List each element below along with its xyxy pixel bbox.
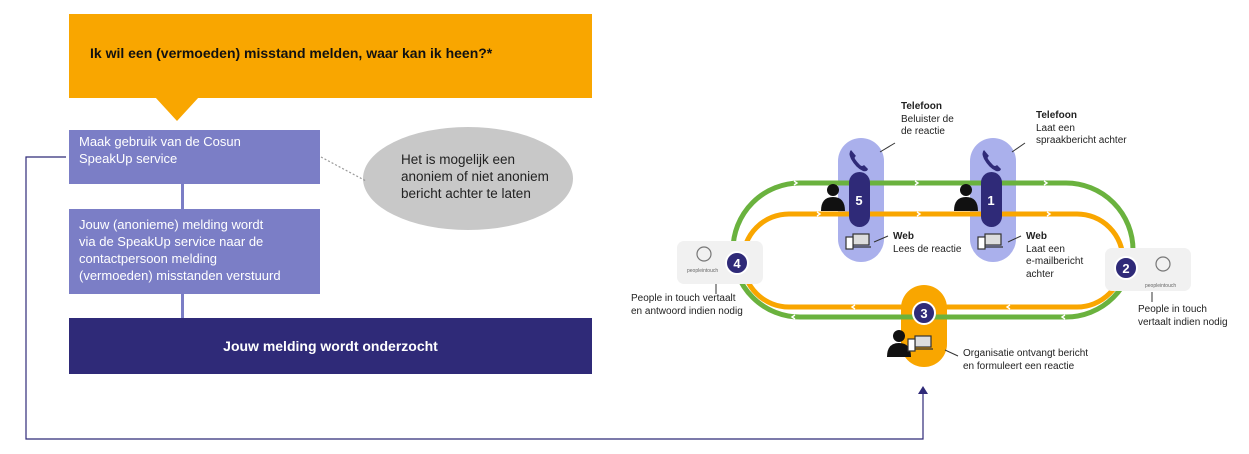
label-pit-antwoord: People in touch vertaalt en antwoord ind… xyxy=(631,293,743,317)
question-text: Ik wil een (vermoeden) misstand melden, … xyxy=(90,45,493,61)
bubble-line: Het is mogelijk een xyxy=(401,152,516,167)
step-melding-verstuurd: Jouw (anonieme) melding wordt via de Spe… xyxy=(69,209,320,294)
step2-line: contactpersoon melding xyxy=(79,251,218,266)
label-organisatie: Organisatie ontvangt bericht en formulee… xyxy=(963,348,1089,372)
peopleintouch-logo-left xyxy=(677,241,763,284)
label-web-email: Web Laat een e-mailbericht achter xyxy=(1026,231,1084,280)
step2-line: Jouw (anonieme) melding wordt xyxy=(79,217,264,232)
label-web-lees: Web Lees de reactie xyxy=(893,231,962,255)
track-chevrons xyxy=(790,180,1066,320)
anonymity-text: Het is mogelijk een anoniem of niet anon… xyxy=(401,151,571,202)
logo-p-icon xyxy=(1155,256,1171,272)
label-pit-vertaalt: People in touch vertaalt indien nodig xyxy=(1138,304,1228,328)
label-telefoon-spraakbericht: Telefoon Laat een spraakbericht achter xyxy=(1036,110,1127,146)
number-circle-3: 3 xyxy=(912,301,936,325)
anonymity-bubble xyxy=(363,127,573,230)
number-5: 5 xyxy=(855,193,862,208)
pill-5 xyxy=(849,172,870,227)
devices-icon xyxy=(845,233,871,250)
connector-line xyxy=(181,294,184,318)
svg-text:3: 3 xyxy=(920,306,927,321)
header-pointer xyxy=(155,97,199,121)
step-speakup-service: Maak gebruik van de Cosun SpeakUp servic… xyxy=(69,130,320,184)
number-circle-4: 4 xyxy=(725,251,749,275)
bubble-line: anoniem of niet anoniem xyxy=(401,169,549,184)
connector-line xyxy=(181,184,184,209)
label-telefoon-reactie: Telefoon Beluister de de reactie xyxy=(901,101,954,137)
svg-text:2: 2 xyxy=(1122,261,1129,276)
step2-line: (vermoeden) misstanden verstuurd xyxy=(79,268,281,283)
step1-line: SpeakUp service xyxy=(79,151,178,166)
phone-icon xyxy=(982,150,1001,172)
bubble-line: bericht achter te laten xyxy=(401,186,531,201)
leader-lines xyxy=(715,142,1153,357)
devices-icon xyxy=(907,335,933,352)
final-step: Jouw melding wordt onderzocht xyxy=(69,318,592,374)
feedback-arrow-head xyxy=(918,386,928,394)
devices-icon xyxy=(977,233,1003,250)
logo-p-icon xyxy=(696,246,712,262)
step1-line: Maak gebruik van de Cosun xyxy=(79,134,241,149)
person-icon xyxy=(954,184,978,211)
person-icon xyxy=(821,184,845,211)
number-circle-2: 2 xyxy=(1114,256,1138,280)
svg-text:4: 4 xyxy=(733,256,741,271)
feedback-arrow-line xyxy=(25,156,924,440)
bubble-connector xyxy=(320,156,367,182)
number-1: 1 xyxy=(987,193,994,208)
phone-icon xyxy=(849,150,868,172)
question-header xyxy=(69,14,592,98)
pill-1 xyxy=(981,172,1002,227)
logo-text: peopleintouch xyxy=(687,268,718,274)
logo-text: peopleintouch xyxy=(1145,283,1176,289)
step2-line: via de SpeakUp service naar de xyxy=(79,234,264,249)
person-icon xyxy=(887,330,911,357)
